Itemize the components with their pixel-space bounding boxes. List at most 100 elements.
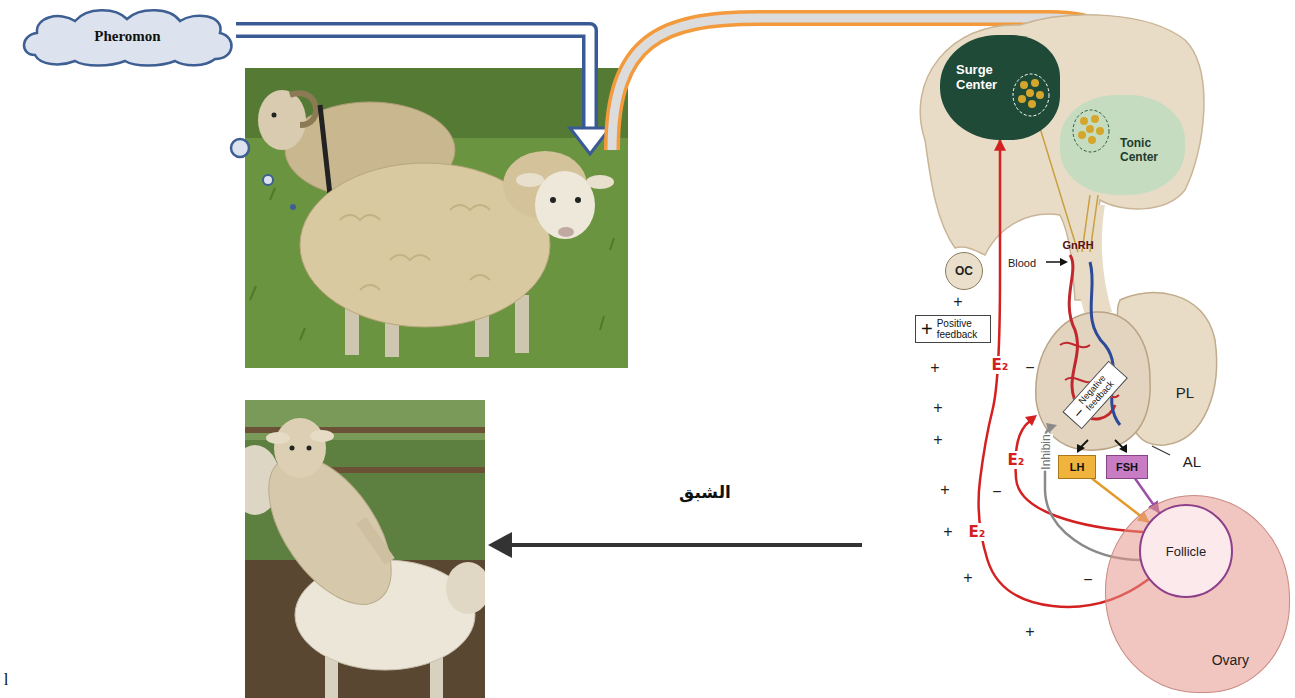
hypothalamus-pituitary xyxy=(1077,444,1085,453)
lobe-label: AL xyxy=(1182,453,1202,471)
stray-mark: l xyxy=(3,670,10,690)
sheep-photo xyxy=(290,93,316,125)
surge-center xyxy=(1010,71,1052,119)
sheep-photo xyxy=(516,173,544,187)
mating-photo xyxy=(266,432,290,444)
surge-center xyxy=(1020,81,1028,89)
sheep-photo xyxy=(272,113,277,118)
hormone-label: Inhibin xyxy=(1039,433,1053,470)
hormone-label: E₂ xyxy=(991,356,1010,374)
hollow-arrow xyxy=(236,30,610,154)
mating-photo xyxy=(290,446,295,451)
hollow-arrow xyxy=(236,30,590,130)
hypothalamus-pituitary xyxy=(920,15,1204,300)
hormone-label: E₂ xyxy=(1007,451,1026,469)
plus-sign: + xyxy=(942,523,953,540)
result-arrow xyxy=(488,532,862,558)
hormone-box: LH xyxy=(1058,455,1096,479)
plus-sign: + xyxy=(932,431,943,448)
plus-sign: + xyxy=(942,523,953,541)
node-text: Tonic Center xyxy=(1120,137,1176,165)
thought-cloud xyxy=(24,10,232,65)
node-text: Negative feedback xyxy=(1077,367,1121,413)
vessel-label: Blood xyxy=(1007,253,1037,271)
tonic-center xyxy=(1078,131,1086,139)
hypothalamus-pituitary xyxy=(920,15,1216,560)
plus-sign: + xyxy=(962,569,973,587)
sheep-photo xyxy=(535,171,595,239)
plus-sign: + xyxy=(962,569,973,586)
hypothalamus-pituitary xyxy=(1115,440,1123,448)
tonic-center: Tonic Center xyxy=(1060,95,1185,195)
plus-sign: + xyxy=(952,293,963,311)
minus-sign: − xyxy=(1082,571,1093,589)
hormone-label: E₂ xyxy=(991,356,1010,374)
plus-sign: + xyxy=(932,399,943,417)
sheep-photo xyxy=(515,295,529,353)
surge-center xyxy=(1028,100,1036,108)
hormone-label: E₂ xyxy=(1007,451,1026,469)
hypothalamus-pituitary xyxy=(1025,415,1037,426)
thought-bubble xyxy=(290,204,296,210)
lobe-label: PL xyxy=(1175,384,1195,402)
tonic-center xyxy=(1070,107,1112,155)
hormone-box: FSH xyxy=(1106,455,1148,479)
mating-photo xyxy=(356,517,395,565)
follicle: Follicle xyxy=(1139,504,1233,598)
sheep-photo xyxy=(575,197,581,203)
lobe-label: PL xyxy=(1175,384,1195,401)
node-text: Pheromon xyxy=(94,28,160,45)
ovary: Ovary Follicle xyxy=(1105,495,1290,693)
node-text: Ovary xyxy=(1212,652,1249,668)
minus-sign: − xyxy=(991,483,1002,501)
plus-sign: + xyxy=(929,359,940,377)
hormone-label: GnRH xyxy=(1061,239,1094,251)
minus-sign: − xyxy=(991,483,1002,500)
tonic-center xyxy=(1088,136,1096,144)
mating-photo xyxy=(245,400,485,698)
minus-sign: − xyxy=(1024,359,1035,377)
tonic-center xyxy=(1080,117,1088,125)
tonic-center xyxy=(1091,115,1099,123)
mating-photo xyxy=(274,418,326,478)
hypothalamus-pituitary xyxy=(1046,261,1062,263)
mating-photo xyxy=(310,430,334,442)
hypothalamus-pituitary xyxy=(1152,446,1170,455)
mating-photo xyxy=(245,435,416,626)
tonic-center xyxy=(1086,125,1094,133)
thought-cloud: Pheromon xyxy=(15,5,240,67)
sheep-photo xyxy=(245,68,628,368)
surge-center xyxy=(1026,89,1034,97)
plus-sign: + xyxy=(1024,623,1035,640)
hormone-label: Inhibin xyxy=(1036,433,1054,470)
plus-sign: + xyxy=(939,481,950,498)
plus-sign: + xyxy=(932,431,943,449)
feedback-box: +Positive feedback xyxy=(915,315,991,343)
sheep-photo xyxy=(340,205,490,290)
thought-bubble xyxy=(263,175,273,185)
node-text: LH xyxy=(1070,461,1085,473)
surge-center: Surge Center xyxy=(940,35,1060,140)
stray-mark: l xyxy=(3,670,10,689)
mating-photo xyxy=(446,562,485,614)
sheep-photo xyxy=(558,227,574,237)
node-text: Surge Center xyxy=(956,63,1008,93)
result-arrow xyxy=(505,543,862,547)
plus-sign: + xyxy=(932,399,943,416)
hollow-arrow xyxy=(570,128,610,154)
node-text: OC xyxy=(955,264,973,278)
arrow-label: الشبق xyxy=(678,482,732,502)
feedback-box: −Negative feedback xyxy=(1062,361,1127,429)
thought-bubble xyxy=(231,139,249,157)
mating-photo xyxy=(307,446,312,451)
hypothalamus-pituitary xyxy=(1119,444,1127,453)
node-text: Follicle xyxy=(1166,544,1206,559)
tonic-center xyxy=(1096,127,1104,135)
surge-center xyxy=(1018,95,1026,103)
hormone-label: E₂ xyxy=(968,523,987,541)
minus-sign: − xyxy=(1082,571,1093,588)
plus-sign: + xyxy=(939,481,950,499)
hypothalamus-pituitary xyxy=(1046,423,1057,433)
optic-chiasm: OC xyxy=(945,252,983,290)
